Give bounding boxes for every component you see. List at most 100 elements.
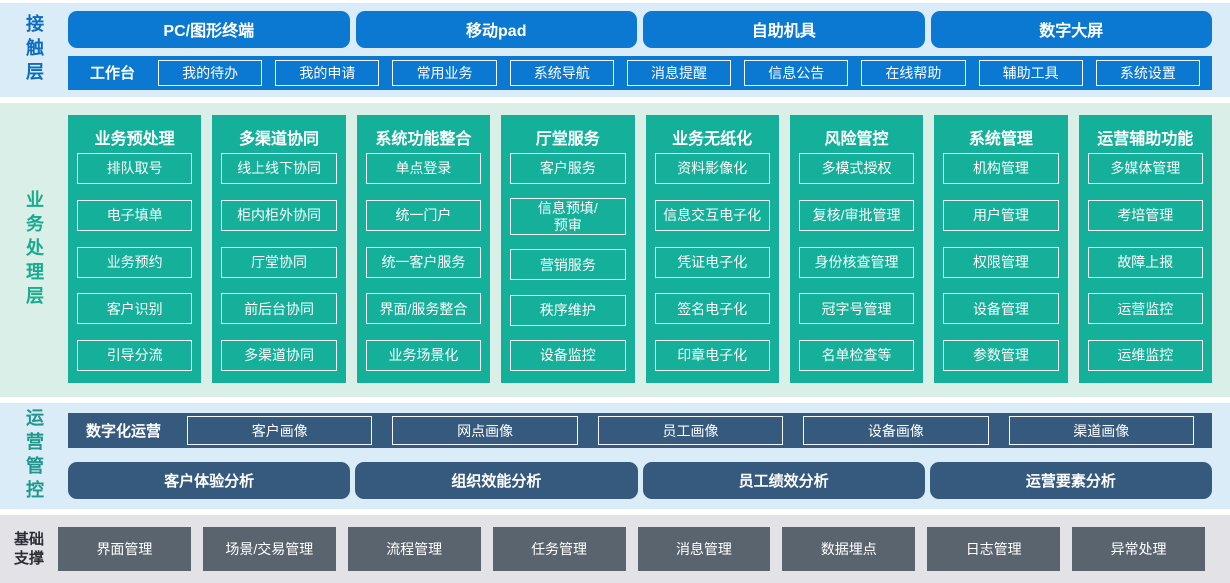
terminal-row: PC/图形终端 移动pad 自助机具 数字大屏 [68, 10, 1212, 48]
biz-item: 统一门户 [365, 199, 482, 231]
biz-item: 签名电子化 [654, 293, 770, 325]
column-title: 系统管理 [968, 130, 1033, 148]
column-title: 系统功能整合 [375, 130, 472, 148]
workbench-title: 工作台 [90, 65, 136, 82]
base-row: 界面管理 场景/交易管理 流程管理 任务管理 消息管理 数据埋点 日志管理 异常… [58, 527, 1230, 571]
contact-layer-label: 接触层 [24, 14, 44, 86]
biz-item: 前后台协同 [221, 293, 337, 325]
analysis-customer-experience: 客户体验分析 [68, 462, 351, 499]
business-processing-layer: 业务处理层 业务预处理 排队取号 电子填单 业务预约 客户识别 引导分流 多渠道… [0, 103, 1230, 397]
biz-item: 名单检查等 [798, 340, 915, 371]
biz-item: 统一客户服务 [365, 246, 482, 278]
base-item-data-tracking: 数据埋点 [782, 527, 916, 571]
biz-item: 凭证电子化 [654, 246, 770, 278]
column-title: 厅堂服务 [535, 130, 600, 148]
biz-item: 界面/服务整合 [365, 293, 482, 325]
biz-item: 运维监控 [1087, 340, 1203, 371]
column-title: 风险管控 [824, 130, 889, 148]
biz-item: 设备监控 [510, 340, 626, 371]
workbench-item-todo: 我的待办 [158, 59, 263, 86]
base-item-task-management: 任务管理 [492, 527, 626, 571]
digital-item-customer-profile: 客户画像 [187, 416, 373, 445]
biz-item: 单点登录 [365, 153, 482, 184]
biz-item: 排队取号 [77, 153, 193, 184]
biz-item: 秩序维护 [510, 294, 626, 326]
base-item-scene-transaction-management: 场景/交易管理 [202, 527, 336, 571]
biz-item: 业务场景化 [365, 340, 482, 371]
terminal-self-service: 自助机具 [643, 10, 925, 48]
biz-item: 厅堂协同 [221, 246, 337, 278]
workbench-item-online-help: 在线帮助 [861, 59, 966, 86]
biz-item: 多模式授权 [798, 153, 915, 184]
workbench-item-navigation: 系统导航 [509, 59, 614, 86]
biz-item: 机构管理 [943, 153, 1059, 184]
base-item-interface-management: 界面管理 [58, 527, 191, 571]
biz-item: 印章电子化 [654, 340, 770, 371]
workbench-item-announcements: 信息公告 [744, 59, 849, 86]
workbench-item-message-alerts: 消息提醒 [626, 59, 732, 86]
base-item-log-management: 日志管理 [927, 527, 1061, 571]
biz-item: 故障上报 [1087, 246, 1203, 278]
biz-item: 设备管理 [943, 293, 1059, 325]
digital-operations-title: 数字化运营 [86, 423, 162, 440]
operations-layer-label: 运营管控 [24, 408, 44, 504]
base-support-layer: 基础 支撑 界面管理 场景/交易管理 流程管理 任务管理 消息管理 数据埋点 日… [0, 515, 1230, 583]
workbench-item-common-business: 常用业务 [392, 59, 497, 86]
analysis-row: 客户体验分析 组织效能分析 员工绩效分析 运营要素分析 [68, 462, 1212, 499]
operations-layer-body: 数字化运营 客户画像 网点画像 员工画像 设备画像 渠道画像 客户体验分析 组织… [68, 403, 1230, 509]
base-item-process-management: 流程管理 [347, 527, 481, 571]
biz-item: 运营监控 [1087, 293, 1203, 325]
biz-item: 电子填单 [77, 199, 193, 231]
biz-item: 资料影像化 [654, 153, 770, 184]
base-layer-label: 基础 支撑 [13, 530, 44, 568]
terminal-pc: PC/图形终端 [68, 10, 350, 48]
biz-item: 线上线下协同 [221, 153, 337, 184]
biz-item: 信息预填/ 预审 [510, 198, 626, 235]
terminal-mobile-pad: 移动pad [355, 10, 637, 48]
column-system-function-integration: 系统功能整合 单点登录 统一门户 统一客户服务 界面/服务整合 业务场景化 [356, 115, 491, 383]
column-title: 多渠道协同 [239, 130, 320, 148]
terminal-digital-screen: 数字大屏 [930, 10, 1212, 48]
biz-item: 信息交互电子化 [654, 199, 770, 231]
digital-item-device-profile: 设备画像 [803, 416, 989, 445]
workbench-bar: 工作台 我的待办 我的申请 常用业务 系统导航 消息提醒 信息公告 在线帮助 辅… [68, 55, 1212, 90]
biz-item: 客户服务 [510, 153, 626, 184]
analysis-employee-performance: 员工绩效分析 [642, 462, 925, 499]
column-title: 运营辅助功能 [1097, 130, 1194, 148]
contact-layer-body: PC/图形终端 移动pad 自助机具 数字大屏 工作台 我的待办 我的申请 常用… [68, 3, 1230, 97]
column-operation-auxiliary-functions: 运营辅助功能 多媒体管理 考培管理 故障上报 运营监控 运维监控 [1078, 115, 1212, 383]
biz-item: 客户识别 [77, 293, 193, 325]
biz-item: 业务预约 [77, 246, 193, 278]
business-layer-label: 业务处理层 [24, 190, 44, 310]
column-risk-control: 风险管控 多模式授权 复核/审批管理 身份核查管理 冠字号管理 名单检查等 [789, 115, 924, 383]
analysis-organizational-efficiency: 组织效能分析 [355, 462, 638, 499]
column-system-management: 系统管理 机构管理 用户管理 权限管理 设备管理 参数管理 [934, 115, 1068, 383]
digital-item-branch-profile: 网点画像 [392, 416, 578, 445]
biz-item: 权限管理 [943, 246, 1059, 278]
biz-item: 多媒体管理 [1087, 153, 1203, 184]
contact-layer: 接触层 PC/图形终端 移动pad 自助机具 数字大屏 工作台 我的待办 我的申… [0, 3, 1230, 97]
biz-item: 柜内柜外协同 [221, 199, 337, 231]
analysis-operation-elements: 运营要素分析 [929, 462, 1212, 499]
biz-item: 考培管理 [1087, 199, 1203, 231]
biz-item: 身份核查管理 [798, 246, 915, 278]
digital-operations-bar: 数字化运营 客户画像 网点画像 员工画像 设备画像 渠道画像 [68, 413, 1212, 448]
column-title: 业务预处理 [94, 130, 175, 148]
base-item-exception-handling: 异常处理 [1072, 527, 1205, 571]
column-lobby-services: 厅堂服务 客户服务 信息预填/ 预审 营销服务 秩序维护 设备监控 [501, 115, 635, 383]
biz-item: 用户管理 [943, 199, 1059, 231]
column-multichannel-collaboration: 多渠道协同 线上线下协同 柜内柜外协同 厅堂协同 前后台协同 多渠道协同 [212, 115, 346, 383]
operations-control-layer: 运营管控 数字化运营 客户画像 网点画像 员工画像 设备画像 渠道画像 客户体验… [0, 403, 1230, 509]
column-title: 业务无纸化 [672, 130, 753, 148]
biz-item: 复核/审批管理 [798, 199, 915, 231]
column-paperless-business: 业务无纸化 资料影像化 信息交互电子化 凭证电子化 签名电子化 印章电子化 [645, 115, 779, 383]
biz-item: 冠字号管理 [798, 293, 915, 325]
digital-item-employee-profile: 员工画像 [597, 416, 784, 445]
digital-item-channel-profile: 渠道画像 [1008, 416, 1194, 445]
base-item-message-management: 消息管理 [637, 527, 771, 571]
column-business-preprocessing: 业务预处理 排队取号 电子填单 业务预约 客户识别 引导分流 [68, 115, 202, 383]
business-columns: 业务预处理 排队取号 电子填单 业务预约 客户识别 引导分流 多渠道协同 线上线… [68, 103, 1230, 397]
biz-item: 参数管理 [943, 340, 1059, 371]
workbench-item-auxiliary-tools: 辅助工具 [978, 59, 1083, 86]
